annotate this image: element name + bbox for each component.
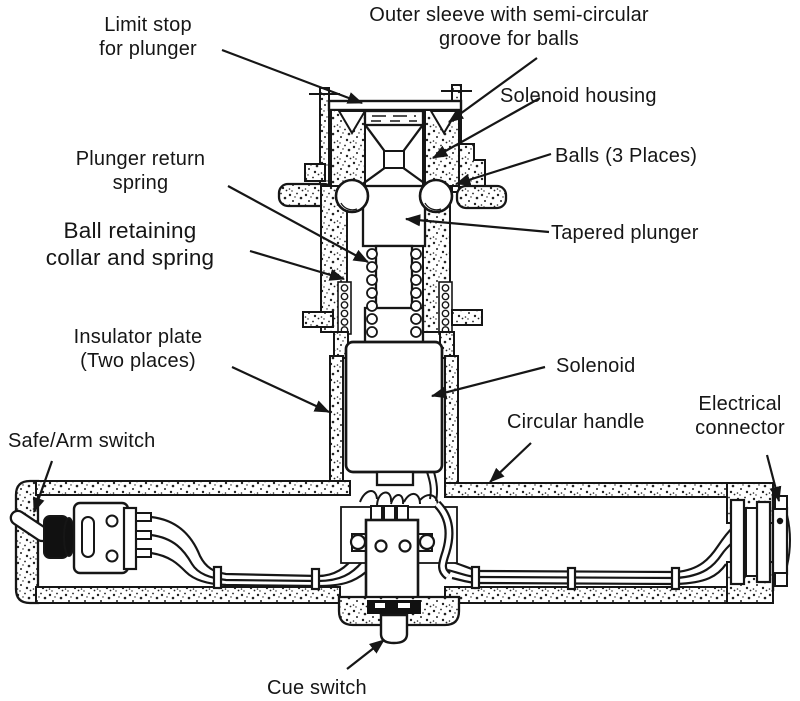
leader-ball-retaining <box>249 249 346 281</box>
leader-tapered-plunger <box>404 214 550 234</box>
leader-outer-sleeve <box>448 57 538 123</box>
label-cue-switch: Cue switch <box>267 677 367 699</box>
leader-insulator-plate <box>231 366 330 413</box>
label-balls: Balls (3 Places) <box>555 145 698 167</box>
label-safe-arm-switch: Safe/Arm switch <box>8 430 156 452</box>
electrical-connector-drawing <box>726 482 791 604</box>
wiring-drawing <box>150 515 737 591</box>
leader-circular-handle <box>489 442 532 483</box>
leader-limit-stop <box>221 48 364 105</box>
label-tapered-plunger: Tapered plunger <box>551 222 699 244</box>
label-plunger-return-spring: Plunger return spring <box>75 148 206 194</box>
label-solenoid-housing: Solenoid housing <box>500 85 657 107</box>
label-electrical-connector: Electrical connector <box>695 393 785 439</box>
leader-balls <box>454 152 552 186</box>
label-limit-stop: Limit stop for plunger <box>99 14 197 60</box>
label-solenoid: Solenoid <box>556 355 636 377</box>
leader-plunger-return-spring <box>227 185 369 263</box>
label-outer-sleeve: Outer sleeve with semi-circular groove f… <box>369 4 649 50</box>
cue-switch-drawing <box>337 490 461 645</box>
leader-electrical-connector <box>765 454 782 503</box>
leader-cue-switch <box>346 639 385 670</box>
leader-solenoid <box>430 365 546 399</box>
leader-safe-arm <box>32 460 54 514</box>
label-ball-retaining: Ball retaining collar and spring <box>45 218 215 270</box>
leader-arrows <box>32 48 782 670</box>
label-circular-handle: Circular handle <box>507 411 645 433</box>
leader-solenoid-housing <box>432 97 541 159</box>
solenoid-assembly-drawing <box>277 84 508 502</box>
label-insulator-plate: Insulator plate (Two places) <box>73 326 203 372</box>
